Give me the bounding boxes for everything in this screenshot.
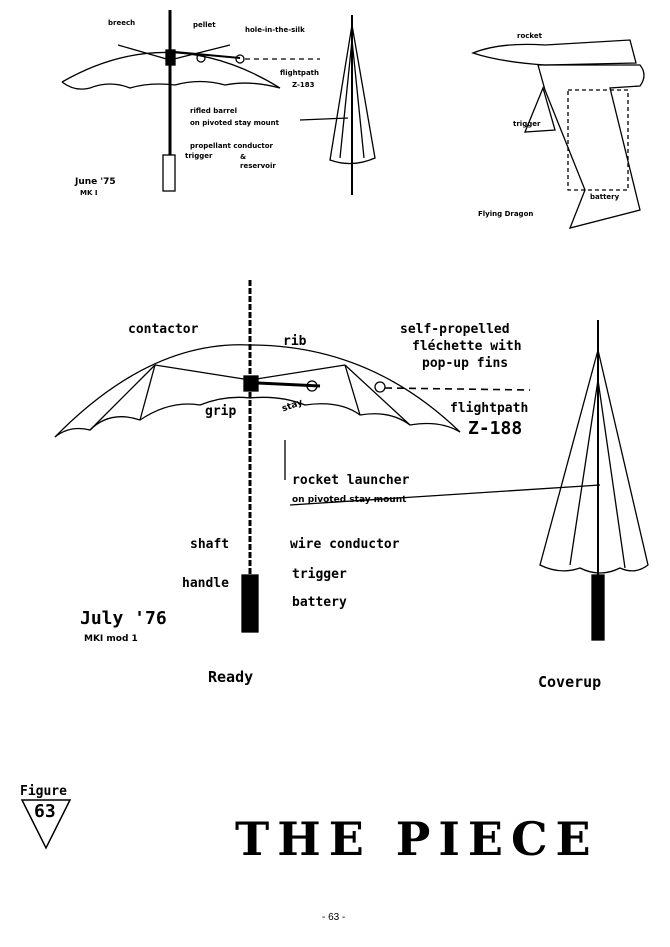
label-contactor: contactor bbox=[128, 322, 199, 337]
figure-number: 63 bbox=[34, 801, 56, 822]
label-hole-in-the-silk: hole-in-the-silk bbox=[245, 26, 305, 34]
label-flechette: fléchette with bbox=[412, 339, 522, 354]
figure-label: Figure bbox=[20, 784, 67, 799]
label-self-propelled: self-propelled bbox=[400, 322, 510, 337]
label-z188: Z-188 bbox=[468, 418, 523, 439]
page-number: - 63 - bbox=[322, 912, 346, 923]
label-shaft: shaft bbox=[190, 537, 230, 552]
label-ampersand: & bbox=[240, 153, 247, 161]
caption-flying-dragon: Flying Dragon bbox=[478, 210, 534, 218]
label-battery: battery bbox=[292, 595, 347, 610]
figure-triangle bbox=[20, 799, 72, 850]
label-pop-up-fins: pop-up fins bbox=[422, 356, 509, 371]
main-mark: MKI mod 1 bbox=[84, 634, 138, 644]
caption-ready: Ready bbox=[208, 668, 254, 686]
label-propellant-conductor: propellant conductor bbox=[190, 142, 274, 150]
label-reservoir: reservoir bbox=[240, 162, 276, 170]
label-rifled-barrel: rifled barrel bbox=[190, 107, 238, 115]
label-grip: grip bbox=[205, 404, 237, 419]
label-wire-conductor: wire conductor bbox=[290, 537, 400, 552]
umbrella-ready bbox=[54, 280, 601, 633]
caption-coverup: Coverup bbox=[538, 673, 602, 691]
umbrella-sketch-folded bbox=[299, 15, 376, 195]
label-trigger: trigger bbox=[185, 152, 213, 160]
label-trigger-main: trigger bbox=[292, 567, 347, 582]
sketch1-date: June '75 bbox=[75, 177, 116, 187]
label-rocket: rocket bbox=[517, 32, 542, 40]
label-z183: Z-183 bbox=[292, 81, 315, 89]
umbrella-sketch-mk1 bbox=[61, 10, 320, 192]
sketch1-mark: MK I bbox=[80, 189, 98, 197]
label-rib: rib bbox=[283, 334, 307, 349]
label-flightpath: flightpath bbox=[280, 69, 319, 77]
label-flightpath: flightpath bbox=[450, 401, 529, 416]
label-pivoted-stay-mount-main: on pivoted stay mount bbox=[292, 495, 407, 505]
label-gun-trigger: trigger bbox=[513, 120, 541, 128]
label-breech: breech bbox=[108, 19, 136, 27]
page-title: THE PIECE bbox=[235, 812, 599, 866]
flying-dragon-sketch bbox=[471, 39, 645, 229]
label-rocket-launcher: rocket launcher bbox=[292, 473, 410, 488]
label-gun-battery: battery bbox=[590, 193, 620, 201]
label-pivoted-stay-mount: on pivoted stay mount bbox=[190, 119, 279, 127]
umbrella-coverup bbox=[539, 320, 649, 641]
main-date: July '76 bbox=[80, 608, 167, 629]
label-handle: handle bbox=[182, 576, 229, 591]
label-pellet: pellet bbox=[193, 21, 216, 29]
